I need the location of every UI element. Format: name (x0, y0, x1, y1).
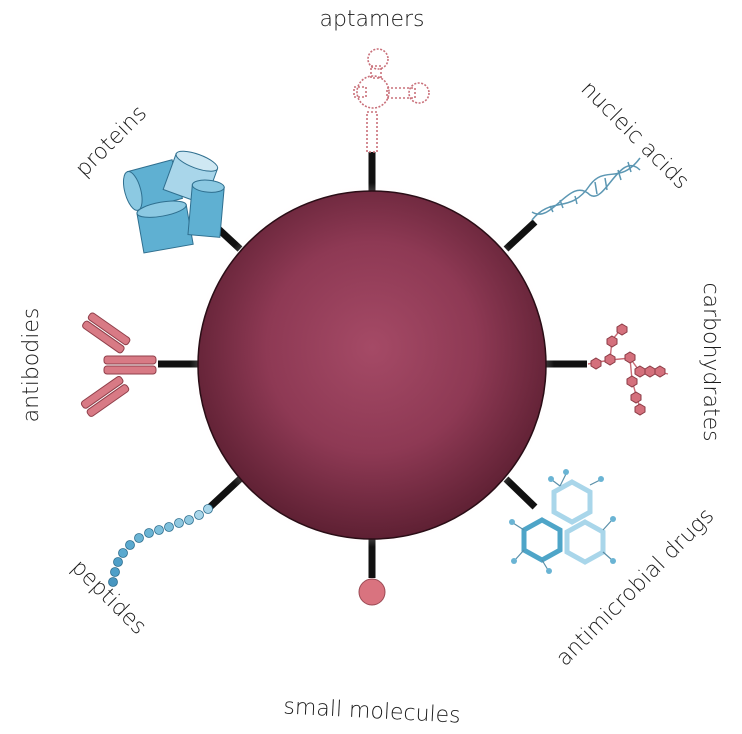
glycan-branch-icon (587, 323, 669, 416)
aromatic-rings-icon (509, 469, 616, 574)
label-peptides: peptides (66, 555, 151, 640)
label-carbohydrates: carbohydrates (698, 282, 723, 441)
label-antibodies: antibodies (19, 308, 44, 423)
linker-antimicrobial-drugs (503, 476, 538, 510)
label-nucleic-acids: nucleic acids (576, 76, 694, 194)
protein-cylinders-icon (122, 150, 225, 254)
label-small-molecules: small molecules (283, 694, 461, 728)
peptide-chain-icon (108, 504, 213, 587)
dna-helix-icon (531, 157, 641, 221)
small-molecule-dot-icon (358, 578, 386, 606)
nanoparticle-core (197, 190, 547, 540)
aptamer-hairpin-icon (353, 48, 430, 153)
linker-nucleic-acids (503, 219, 538, 252)
label-aptamers: aptamers (319, 7, 424, 32)
antibody-y-icon (80, 312, 157, 417)
